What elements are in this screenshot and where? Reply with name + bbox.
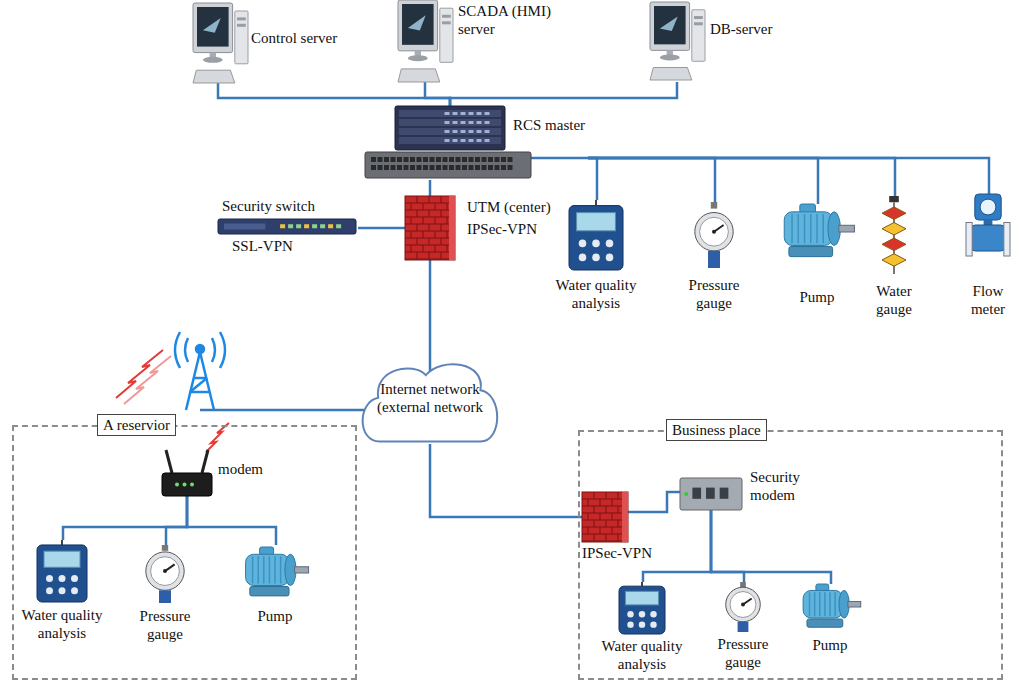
device-node: Water quality analysis [16,540,110,644]
wqa-icon [37,540,87,602]
node-label: Pressure gauge [683,276,745,312]
node-label: Control server [251,29,337,47]
network-link [711,510,831,584]
network-link [166,496,187,545]
node-label: Pressure gauge [133,607,197,643]
node-label: UTM (center) [467,198,551,216]
node-label: Security switch [222,197,315,215]
gauge-icon [726,582,761,632]
network-link [430,444,582,517]
network-link [588,158,895,196]
wqa-icon [619,582,665,634]
node-label: modem [218,460,263,478]
network-link [588,158,818,204]
network-link [187,496,276,545]
network-link [588,158,989,194]
flow-icon [966,194,1010,256]
site-box: Business placeIPSec-VPNSecurity modemWat… [578,430,1003,680]
network-link [588,158,715,202]
network-link [588,158,597,200]
network-link [450,82,677,106]
node-label: SCADA (HMI) server [458,2,554,38]
firewall-node: UTM (center) IPSec-VPN [405,196,553,260]
modem-node: modem [162,450,265,496]
network-link [643,510,711,582]
computer-icon [650,2,705,80]
node-label: RCS master [513,116,585,134]
device-node: Pressure gauge [712,582,776,673]
node-label: Water gauge [868,282,920,318]
site-box: A reserviormodemWater quality analysisPr… [12,425,357,680]
gauge-icon [695,202,733,268]
pump-icon [246,547,309,596]
device-node: Water quality analysis [550,200,644,314]
secmodem-icon [680,478,742,510]
node-label: Pressure gauge [712,635,774,671]
computer-icon [398,0,453,82]
secswitch-icon [218,219,356,234]
network-link [63,496,187,540]
network-link [654,492,680,512]
node-label: IPSec-VPN [582,544,652,562]
server-node: DB-server [650,2,775,82]
node-label: Flow meter [956,282,1020,318]
gauge-icon [146,545,184,603]
rack-icon [395,106,505,150]
computer-icon [193,3,248,83]
network-link [218,83,450,106]
switchbox-icon [365,152,531,178]
node-label: SSL-VPN [232,237,293,255]
node-label: Pump [790,636,870,654]
firewall-node: IPSec-VPN [582,492,654,564]
device-node: Water quality analysis [596,582,690,675]
node-label: DB-server [710,20,772,38]
firewall-icon [405,196,455,260]
device-node: Pressure gauge [133,545,199,645]
node-label: Water quality analysis [16,606,108,642]
firewall-icon [582,492,628,542]
device-node: Pump [232,545,320,627]
pump-icon [803,584,861,627]
device-node: Pump [790,584,872,656]
device-node: Flow meter [956,194,1022,320]
network-link [429,260,432,360]
modem-node: Security modem [680,470,816,510]
wqa-icon [569,200,623,270]
router-icon [162,450,212,496]
device-node: Pump [772,204,864,308]
site-label: Business place [666,419,767,441]
device-node: Water gauge [868,196,922,320]
device-node: Pressure gauge [683,202,747,314]
antenna-tower [175,332,225,410]
rcs-master-node: RCS master [365,106,588,180]
node-label: IPSec-VPN [467,220,537,238]
security-switch-node: Security switchSSL-VPN [218,197,358,259]
server-node: SCADA (HMI) server [398,0,556,82]
antenna-link [200,409,378,412]
cloud-icon [363,364,498,441]
network-link [429,180,432,196]
server-node: Control server [193,3,340,83]
node-label: Internet network (external network [372,380,488,416]
site-label: A reservior [97,414,176,436]
pump-icon [784,204,854,257]
node-icon [650,2,775,82]
node-label: Pump [232,607,318,625]
wireless-bolt [116,350,229,452]
node-label: Security modem [750,468,814,504]
wgauge-icon [882,196,906,274]
network-link [425,82,450,106]
node-label: Pump [772,288,862,306]
network-link [358,227,405,230]
node-label: Water quality analysis [596,637,688,673]
node-label: Water quality analysis [550,276,642,312]
cloud-node: Internet network (external network [360,360,500,444]
